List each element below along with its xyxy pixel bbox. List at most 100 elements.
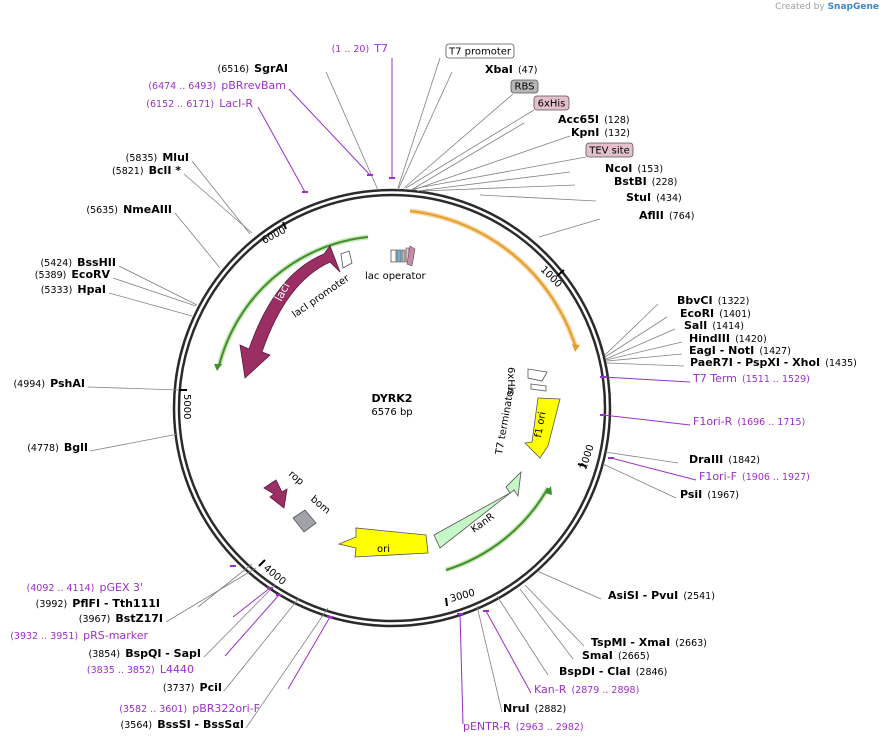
feature-rop[interactable] [263, 479, 288, 509]
site-label-acc65i: Acc65I (128) [558, 108, 630, 127]
feature-lac-operator[interactable] [390, 249, 397, 263]
site-nmeaiii[interactable]: (5635) NmeAIII [86, 198, 221, 269]
site-sali[interactable]: SalI (1414) [605, 314, 744, 360]
label-name: XbaI [485, 63, 513, 76]
boxed-feature-t7-promoter[interactable]: T7 promoter [397, 43, 515, 189]
leader-line [476, 605, 503, 713]
primer-label-kan-r: Kan-R (2879 .. 2898) [534, 678, 639, 697]
leader-line [112, 277, 197, 307]
site-eagi-noti[interactable]: EagI - NotI (1427) [606, 339, 791, 362]
primer-kan-r[interactable]: Kan-R (2879 .. 2898) [483, 610, 639, 697]
site-stui[interactable]: StuI (434) [479, 186, 682, 205]
site-bbvci[interactable]: BbvCI (1322) [604, 289, 749, 356]
leader-line [87, 386, 180, 391]
primer-prs-marker[interactable]: (3932 .. 3951) pRS-marker [10, 587, 273, 643]
site-bsshii[interactable]: (5424) BssHII [40, 251, 198, 306]
site-paer7i-pspxi-xhoi[interactable]: PaeR7I - PspXI - XhoI (1435) [606, 351, 857, 370]
label-name: BglI [64, 441, 88, 454]
leader-line [519, 588, 574, 660]
feature-ori[interactable] [337, 527, 429, 558]
leader-line [174, 212, 221, 269]
site-bgli[interactable]: (4778) BglI [27, 433, 179, 455]
feature-bom[interactable] [292, 509, 317, 533]
primer-pgex-3[interactable]: (4092 .. 4114) pGEX 3' [27, 565, 236, 595]
primer-t7-term[interactable]: T7 Term (1511 .. 1529) [600, 367, 810, 386]
site-bstbi[interactable]: BstBI (228) [420, 170, 677, 192]
label-position: (5389) [35, 270, 67, 281]
feature-kanr[interactable] [433, 470, 522, 549]
site-bspdi-clai[interactable]: BspDI - ClaI (2846) [496, 595, 667, 679]
site-hindiii[interactable]: HindIII (1420) [605, 327, 767, 361]
site-sgrai[interactable]: (6516) SgrAI [217, 57, 379, 191]
site-ecorv[interactable]: (5389) EcoRV [35, 263, 197, 307]
site-psii[interactable]: PsiI (1967) [602, 463, 739, 502]
label-name: DraIII [689, 453, 723, 466]
site-labels: XbaI (47) Acc65I (128)KpnI (132) NcoI (153… [10, 37, 857, 734]
boxed-feature-rbs[interactable]: RBS [403, 79, 539, 189]
feature-laci[interactable] [239, 245, 341, 379]
boxed-feature-tev-site[interactable]: TEV site [411, 142, 634, 190]
site-label-hindiii: HindIII (1420) [689, 327, 767, 346]
site-ncoi[interactable]: NcoI (153) [416, 157, 663, 192]
site-aflii[interactable]: AflII (764) [538, 204, 695, 238]
primer-t7[interactable]: (1 .. 20) T7 [332, 37, 395, 179]
site-bspqi-sapi[interactable]: (3854) BspQI - SapI [89, 584, 276, 661]
label-position: (2879 .. 2898) [571, 685, 639, 696]
leader-line [118, 265, 198, 306]
primer-pentr-r[interactable]: pENTR-R (2963 .. 2982) [457, 613, 584, 734]
site-pflfi-tth111i[interactable]: (3992) PflFI - Tth111I [36, 563, 253, 611]
label-position: (4994) [13, 379, 45, 390]
site-xbai[interactable]: XbaI (47) [397, 58, 537, 191]
site-nrui[interactable]: NruI (2882) [476, 605, 566, 716]
site-label-bspdi-clai: BspDI - ClaI (2846) [559, 660, 667, 679]
feature-6xhis-c[interactable] [527, 368, 548, 382]
primer-laci-r[interactable]: (6152 .. 6171) LacI-R [146, 92, 308, 193]
site-smai[interactable]: SmaI (2665) [519, 588, 650, 663]
feature-box [510, 79, 539, 94]
label-name: NcoI [605, 162, 632, 175]
site-pshai[interactable]: (4994) PshAI [13, 372, 180, 391]
site-acc65i[interactable]: Acc65I (128) [410, 108, 630, 191]
site-mlui[interactable]: (5835) MluI [126, 146, 251, 235]
primer-f1ori-f[interactable]: F1ori-F (1906 .. 1927) [608, 457, 810, 484]
site-draiii[interactable]: DraIII (1842) [604, 448, 760, 467]
feature-t7-terminator[interactable] [530, 383, 547, 392]
primer-f1ori-r[interactable]: F1ori-R (1696 .. 1715) [600, 410, 805, 429]
label-position: (4092 .. 4114) [27, 583, 95, 594]
label-name: BspDI - ClaI [559, 665, 631, 678]
primer-pbrrevbam[interactable]: (6474 .. 6493) pBRrevBam [148, 74, 373, 176]
label-position: (3835 .. 3852) [87, 665, 155, 676]
feature-f1-ori[interactable] [524, 397, 561, 459]
site-pcii[interactable]: (3737) PciI [163, 597, 300, 695]
primer-l4440[interactable]: (3835 .. 3852) L4440 [87, 594, 282, 677]
site-bstz17i[interactable]: (3967) BstZ17I [79, 567, 257, 626]
site-kpni[interactable]: KpnI (132) [412, 121, 630, 191]
label-position: (2663) [675, 638, 707, 649]
feature-laci-promoter[interactable] [340, 250, 353, 269]
site-label-kpni: KpnI (132) [571, 121, 630, 140]
boxed-feature-6xhis[interactable]: 6xHis [405, 95, 570, 189]
leader-line [288, 88, 371, 176]
leader-line [287, 616, 331, 690]
orf-arc-dyrk2-head [572, 344, 580, 352]
site-label-tspmi-xmai: TspMI - XmaI (2663) [591, 631, 707, 650]
label-name: KpnI [571, 126, 599, 139]
primer-pbr322ori-f[interactable]: (3582 .. 3601) pBR322ori-F [119, 616, 333, 716]
primer-label-pbr322ori-f: (3582 .. 3601) pBR322ori-F [119, 697, 260, 716]
site-bsssi-bsss-i[interactable]: (3564) BssSI - BssSαI [121, 607, 329, 732]
site-ecori[interactable]: EcoRI (1401) [604, 302, 751, 358]
label-name: EagI - NotI [689, 344, 754, 357]
label-position: (6474 .. 6493) [148, 81, 216, 92]
leader-line [479, 194, 597, 202]
site-tspmi-xmai[interactable]: TspMI - XmaI (2663) [524, 584, 707, 650]
site-bcli[interactable]: (5821) BclI * [112, 159, 253, 234]
site-label-asisi-pvui: AsiSI - PvuI (2541) [608, 584, 715, 603]
label-name: BssHII [77, 256, 116, 269]
site-hpai[interactable]: (5333) HpaI [41, 278, 193, 317]
leader-line [397, 57, 441, 189]
tick-mark-6000 [282, 221, 287, 230]
leader-line [604, 303, 659, 356]
site-asisi-pvui[interactable]: AsiSI - PvuI (2541) [536, 570, 715, 603]
leader-line [496, 595, 549, 676]
feature-box-label: 6xHis [538, 99, 566, 110]
